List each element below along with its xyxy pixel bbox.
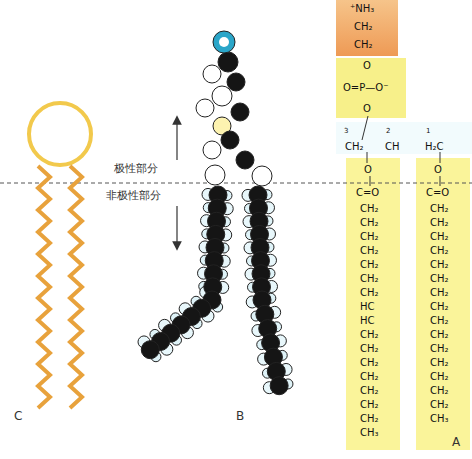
atom-sphere bbox=[218, 52, 238, 72]
formula-text: CH₂ bbox=[360, 231, 379, 242]
head-circle bbox=[29, 103, 91, 165]
formula-text: CH₂ bbox=[360, 357, 379, 368]
formula-text: CH₂ bbox=[430, 301, 449, 312]
formula-text: CH₂ bbox=[430, 315, 449, 326]
formula-text: CH₂ bbox=[360, 413, 379, 424]
formula-text: CH₂ bbox=[430, 371, 449, 382]
part-letter: C bbox=[14, 410, 22, 423]
formula-text: CH₂ bbox=[360, 385, 379, 396]
region-label: 非极性部分 bbox=[106, 190, 161, 202]
formula-text: O bbox=[434, 164, 442, 175]
atom-sphere bbox=[270, 377, 288, 395]
formula-text: O bbox=[364, 164, 372, 175]
formula-text: CH₂ bbox=[430, 217, 449, 228]
formula-text: CH₂ bbox=[430, 259, 449, 270]
chain-column bbox=[346, 158, 400, 450]
formula-text: CH₂ bbox=[430, 203, 449, 214]
formula-text: CH₂ bbox=[360, 217, 379, 228]
region-label: 极性部分 bbox=[114, 163, 158, 175]
boundary-line bbox=[0, 183, 472, 184]
nitrogen-sphere bbox=[213, 31, 235, 53]
formula-text: CH₂ bbox=[430, 231, 449, 242]
formula-text: HC bbox=[360, 315, 375, 326]
formula-text: H₂C bbox=[425, 141, 444, 152]
carbon-number: 1 bbox=[426, 128, 430, 136]
tail-zigzag bbox=[70, 166, 82, 408]
formula-text: CH₂ bbox=[360, 343, 379, 354]
formula-text: O bbox=[363, 60, 371, 71]
atom-sphere bbox=[196, 99, 214, 117]
formula-text: CH₂ bbox=[360, 399, 379, 410]
head-group-box bbox=[336, 0, 398, 56]
formula-text: CH₂ bbox=[354, 21, 373, 32]
formula-text: C=O bbox=[356, 187, 379, 198]
nitrogen-highlight bbox=[219, 37, 229, 47]
formula-text: CH₂ bbox=[430, 245, 449, 256]
atom-sphere bbox=[141, 341, 159, 359]
glycerol-ground bbox=[336, 122, 472, 154]
up-arrow bbox=[176, 120, 177, 160]
formula-text: CH₂ bbox=[430, 399, 449, 410]
tail-zigzag bbox=[38, 166, 50, 408]
carbon-number: 2 bbox=[386, 128, 390, 136]
atom-sphere bbox=[203, 141, 221, 159]
formula-text: CH₂ bbox=[430, 273, 449, 284]
formula-text: CH bbox=[385, 141, 400, 152]
atom-sphere bbox=[236, 151, 254, 169]
formula-text: CH₃ bbox=[430, 413, 449, 424]
formula-text: CH₂ bbox=[360, 245, 379, 256]
formula-text: ⁺NH₃ bbox=[350, 3, 374, 14]
phosphate-box bbox=[336, 58, 406, 118]
formula-text: CH₂ bbox=[430, 343, 449, 354]
part-letter: A bbox=[452, 436, 460, 449]
atom-sphere bbox=[252, 166, 272, 186]
formula-text: CH₂ bbox=[345, 141, 364, 152]
formula-text: C=O bbox=[426, 187, 449, 198]
atom-sphere bbox=[227, 73, 245, 91]
down-arrow bbox=[176, 206, 177, 246]
formula-text: CH₂ bbox=[430, 357, 449, 368]
formula-text: CH₂ bbox=[354, 39, 373, 50]
chain-column bbox=[416, 158, 470, 450]
formula-text: HC bbox=[360, 301, 375, 312]
formula-text: CH₂ bbox=[360, 287, 379, 298]
formula-text: O bbox=[363, 103, 371, 114]
atom-sphere bbox=[221, 131, 239, 149]
formula-text: CH₂ bbox=[360, 203, 379, 214]
atom-sphere bbox=[205, 165, 225, 185]
formula-text: CH₂ bbox=[360, 273, 379, 284]
carbon-number: 3 bbox=[344, 128, 348, 136]
atom-sphere bbox=[203, 65, 221, 83]
part-letter: B bbox=[236, 410, 244, 423]
formula-text: CH₂ bbox=[430, 385, 449, 396]
formula-text: CH₂ bbox=[430, 287, 449, 298]
formula-text: CH₃ bbox=[360, 427, 379, 438]
formula-text: CH₂ bbox=[360, 371, 379, 382]
atom-sphere bbox=[231, 103, 249, 121]
formula-text: CH₂ bbox=[360, 259, 379, 270]
atom-sphere bbox=[212, 86, 232, 106]
formula-text: O=P—O⁻ bbox=[343, 82, 388, 93]
formula-text: CH₂ bbox=[430, 329, 449, 340]
formula-text: CH₂ bbox=[360, 329, 379, 340]
